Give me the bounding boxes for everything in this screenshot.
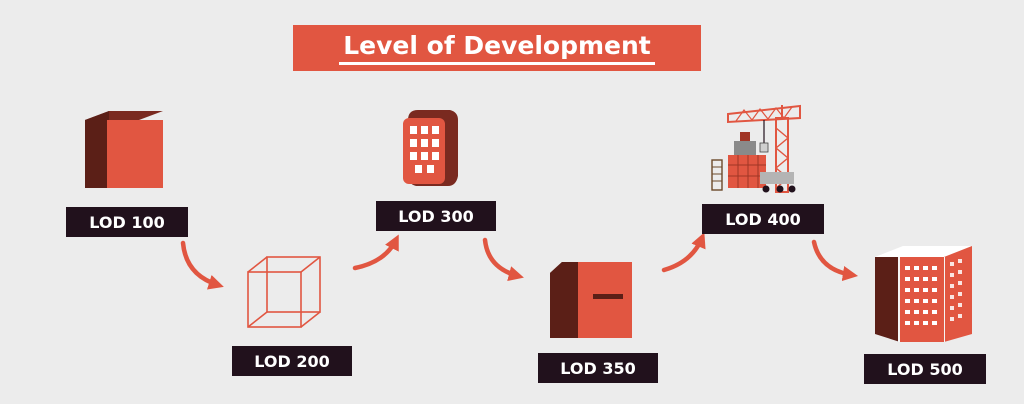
lod-200-label: LOD 200: [232, 346, 352, 376]
lod-500-label: LOD 500: [864, 354, 986, 384]
arrow-200-to-300: [352, 234, 399, 271]
arrow-350-to-400: [661, 232, 706, 273]
page-title: Level of Development: [339, 31, 655, 65]
finished-building-icon: [875, 246, 972, 342]
building-block-icon: [403, 110, 458, 186]
arrow-400-to-500: [811, 239, 859, 282]
construction-crane-icon: [711, 104, 801, 193]
detailed-box-icon: [550, 262, 632, 338]
lod-400-label: LOD 400: [702, 204, 824, 234]
lod-100-label: LOD 100: [66, 207, 188, 237]
solid-cube-icon: [85, 111, 163, 188]
lod-350-label: LOD 350: [538, 353, 658, 383]
arrow-300-to-350: [482, 237, 524, 282]
lod-300-label: LOD 300: [376, 201, 496, 231]
wireframe-cube-icon: [247, 256, 321, 328]
arrow-100-to-200: [180, 240, 224, 290]
title-banner: Level of Development: [293, 25, 701, 71]
